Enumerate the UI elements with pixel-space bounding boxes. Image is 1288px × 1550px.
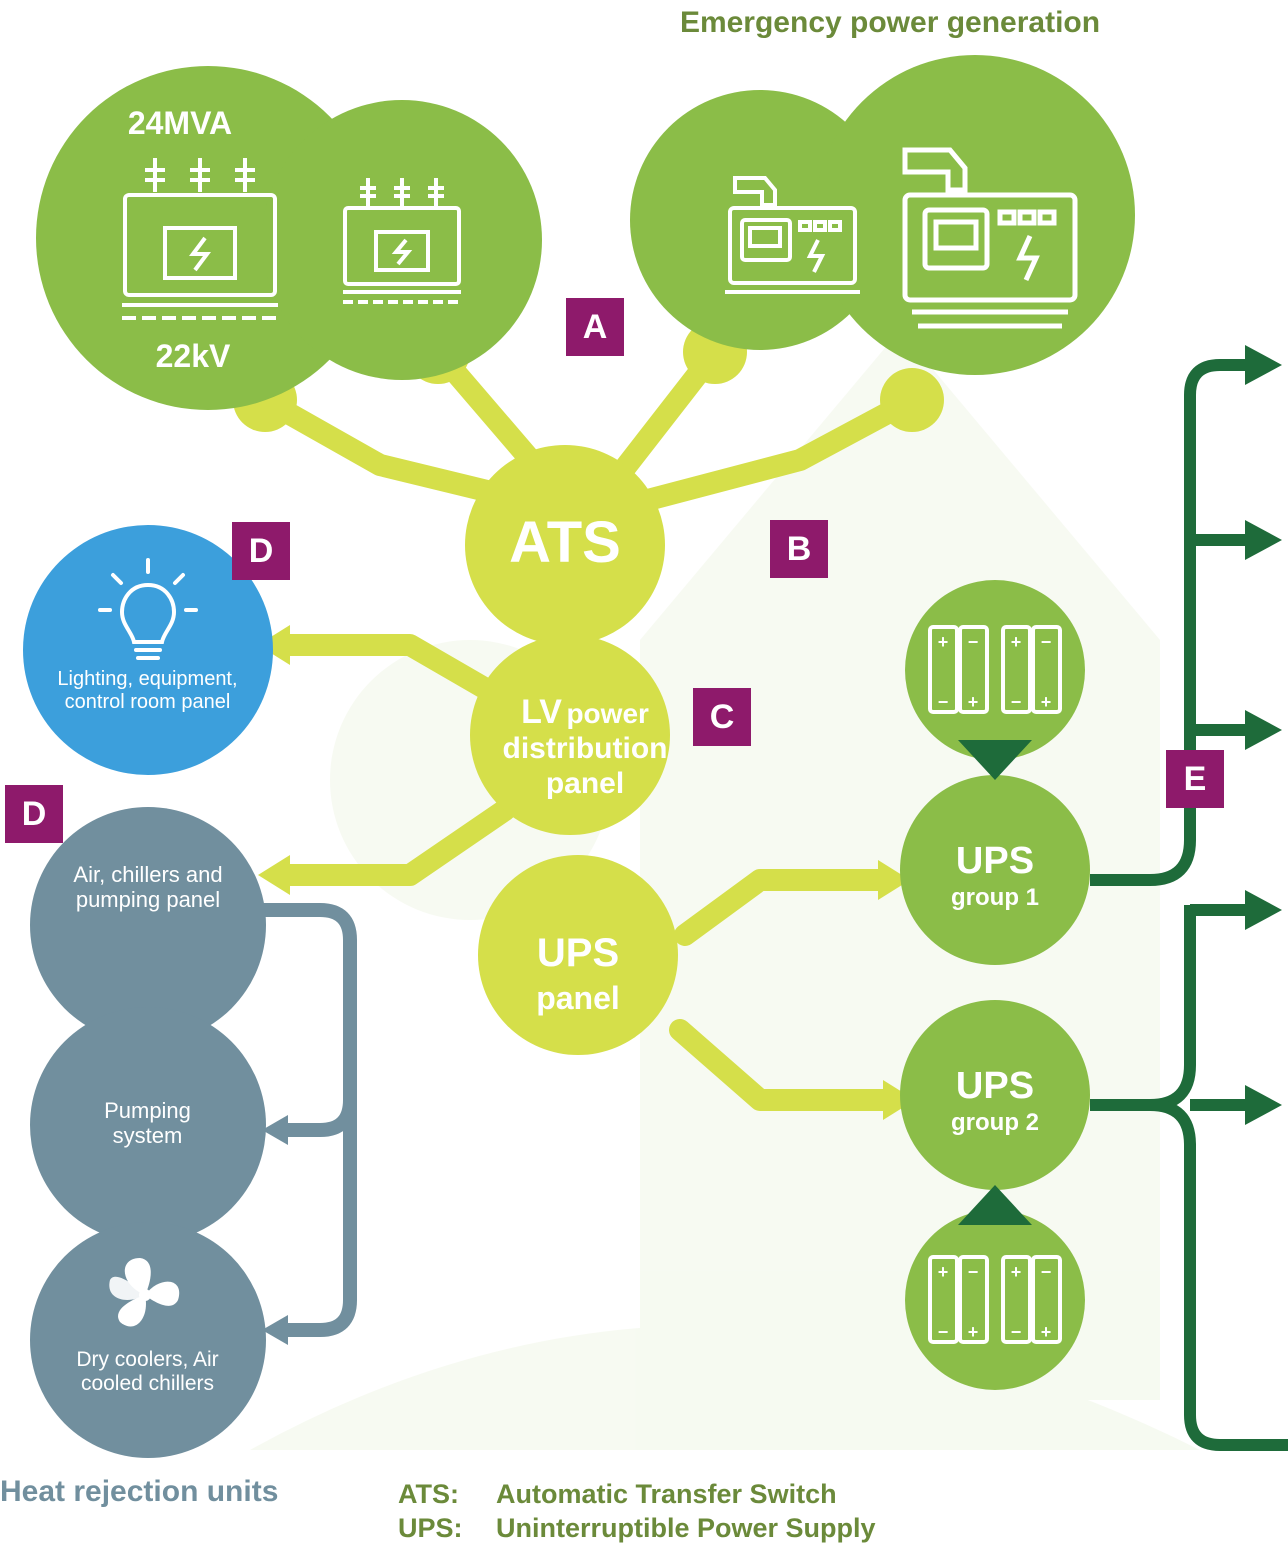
air-chillers-circle [30,807,266,1043]
svg-text:−: − [968,1262,979,1282]
dark-green-arrowheads [1245,345,1282,1125]
fan-icon [109,1258,180,1327]
svg-text:−: − [968,632,979,652]
svg-text:−: − [1041,632,1052,652]
lv-distribution-label: distribution [502,732,668,766]
legend-ats-abbr: ATS: [398,1479,459,1509]
heat-rejection-title: Heat rejection units [0,1475,279,1508]
legend: ATS: Automatic Transfer Switch UPS: Uninte… [398,1478,958,1546]
generator-icon [902,147,1078,329]
badge-d-lighting: D [232,522,290,580]
dry-coolers-circle [30,1222,266,1458]
legend-ups-abbr: UPS: [398,1512,463,1543]
badge-e: E [1166,750,1224,808]
svg-text:+: + [1011,632,1022,652]
ups-group2-circle [900,1000,1090,1190]
badge-c: C [693,688,751,746]
legend-ups-full: Uninterruptible Power Supply [496,1512,876,1543]
slate-arrowheads [262,1115,288,1345]
svg-text:−: − [1011,692,1022,712]
ups-group1-line2: group 1 [951,883,1039,911]
slate-connectors [235,903,357,1337]
dark-green-bus [1090,359,1288,1451]
ups-group1-line1: UPS [955,840,1035,882]
ups-group1-circle [900,775,1090,965]
lighting-label: Lighting, equipment, control room panel [57,668,238,713]
svg-text:+: + [938,632,949,652]
lv-panel-label: LV power distribution panel [480,693,690,801]
battery-polarity: +−+− −+−+ +−+− −+−+ [938,632,1052,1342]
ups-panel-label: UPS panel [498,930,658,1017]
legend-ats-full: Automatic Transfer Switch [496,1479,837,1509]
generator-circle-large [815,55,1135,375]
generator-icon [725,176,860,294]
ups-group2-label: UPS group 2 [915,1065,1075,1136]
svg-text:+: + [968,1322,979,1342]
lv-panel-word: panel [545,766,625,800]
transformer-rating-bottom: 22kV [155,338,231,374]
lv-power-label: power [566,698,649,729]
emergency-power-title: Emergency power generation [679,6,1101,39]
lightbulb-icon [98,558,198,660]
badge-d-chillers: D [5,785,63,843]
lv-panel-circle [470,635,670,835]
ups-group1-label: UPS group 1 [915,840,1075,911]
lime-arrowheads [258,625,915,1120]
svg-text:−: − [1011,1322,1022,1342]
transformer-icon [122,158,278,320]
svg-text:+: + [938,1262,949,1282]
ats-label: ATS [509,510,621,575]
lv-label: LV [521,693,562,731]
svg-text:+: + [1041,1322,1052,1342]
svg-text:−: − [938,692,949,712]
transformer-rating-top: 24MVA [127,105,233,141]
svg-text:+: + [968,692,979,712]
transformer-icon [343,178,461,304]
transformer-circle-small [262,100,542,380]
ups-group2-line1: UPS [955,1065,1035,1107]
ups-group2-line2: group 2 [951,1108,1039,1136]
svg-text:+: + [1041,692,1052,712]
ups-panel-circle [478,855,678,1055]
pumping-label: Pumping system [104,1098,191,1149]
svg-text:−: − [1041,1262,1052,1282]
ats-circle [465,445,665,645]
pumping-circle [30,1007,266,1243]
dry-coolers-label: Dry coolers, Air cooled chillers [76,1348,219,1396]
svg-text:+: + [1011,1262,1022,1282]
badge-a: A [566,298,624,356]
battery-icon [928,625,1062,714]
ups-panel-line2: panel [536,980,620,1016]
battery-icon [928,1255,1062,1344]
air-chillers-label: Air, chillers and pumping panel [73,862,223,913]
ups-panel-line1: UPS [536,931,620,975]
badge-b: B [770,520,828,578]
svg-text:−: − [938,1322,949,1342]
